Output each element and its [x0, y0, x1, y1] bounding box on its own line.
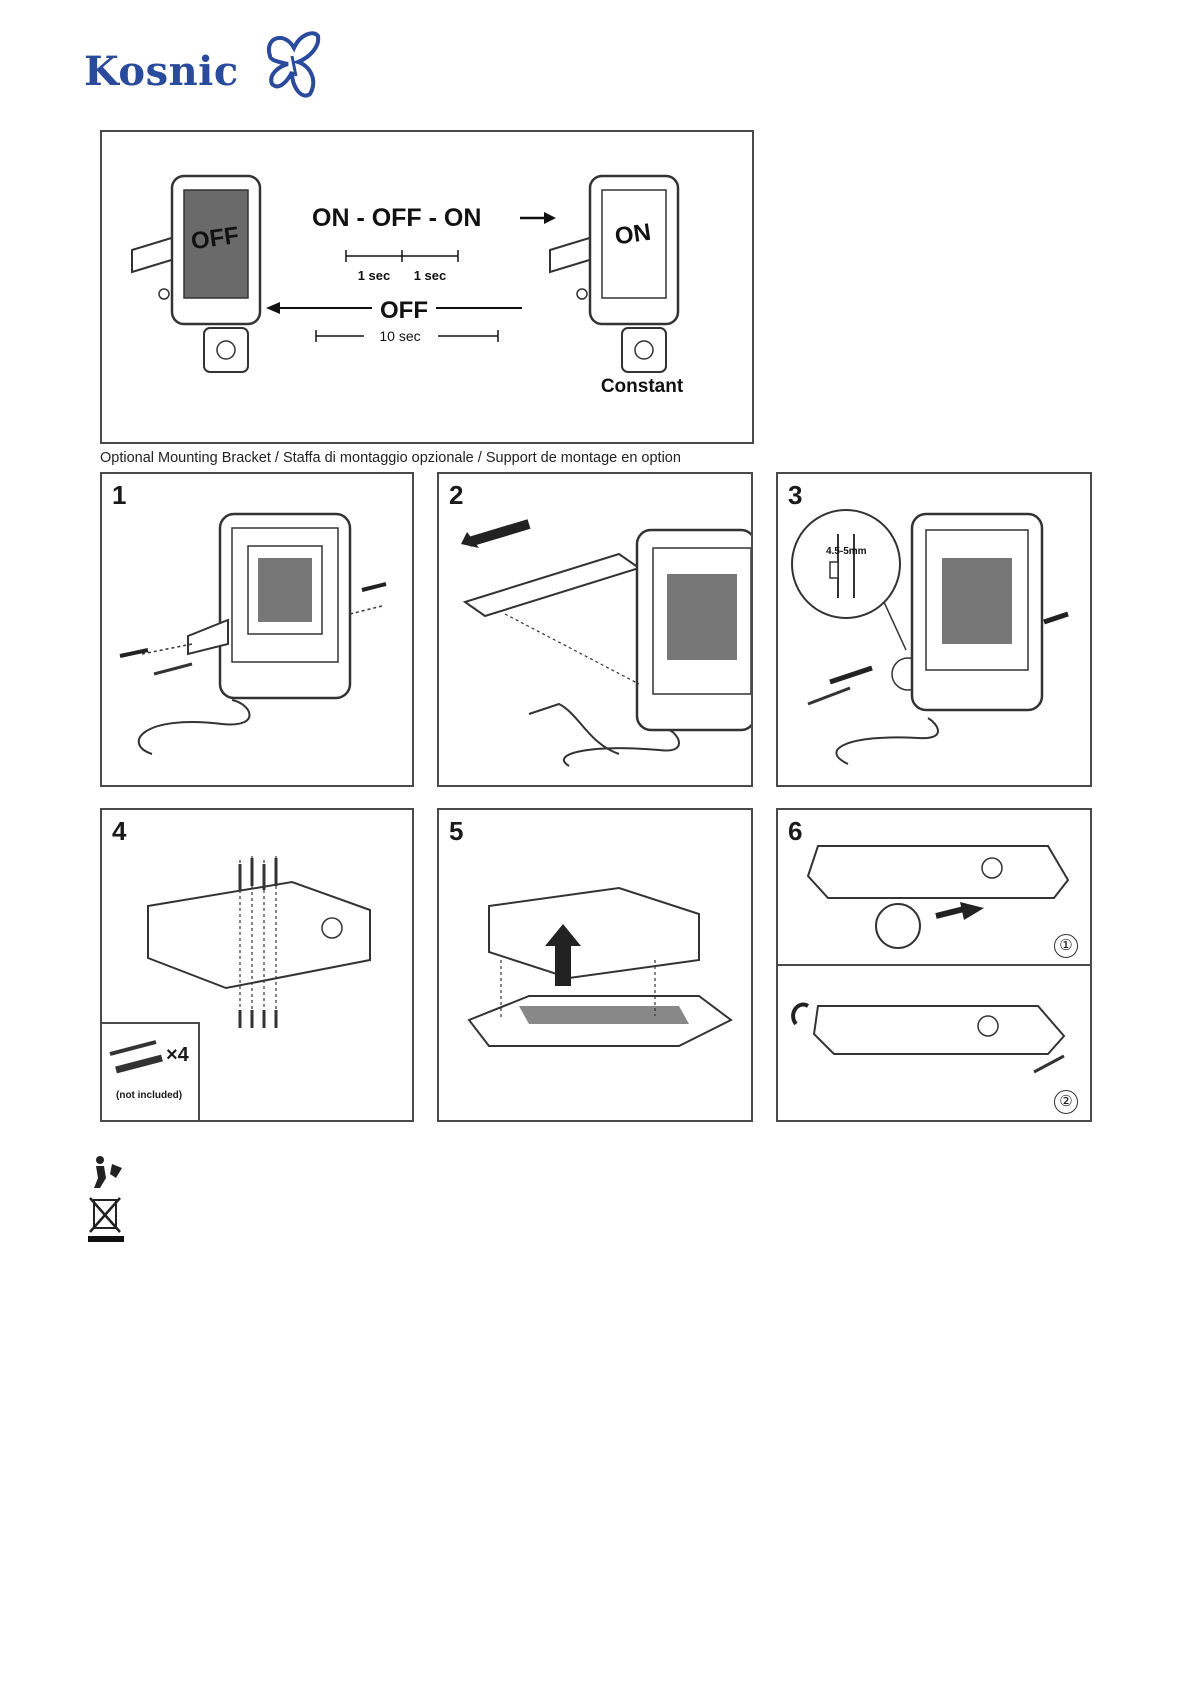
- screw-and-plug-icon: [106, 1036, 166, 1076]
- constant-label: Constant: [601, 376, 684, 397]
- step-4-panel: 4 ×4 (not included): [100, 808, 414, 1122]
- not-included-note: (not included): [116, 1090, 182, 1101]
- step-5-illustration: [439, 810, 751, 1120]
- sequence-label: ON - OFF - ON: [312, 204, 481, 232]
- step-3-illustration: 4.5-5mm: [778, 474, 1090, 785]
- weee-bin-icon: [86, 1194, 126, 1244]
- sec-label-2: 1 sec: [414, 268, 447, 283]
- step-6-panel: 6 ① ②: [776, 808, 1092, 1122]
- sec-label-1: 1 sec: [358, 268, 391, 283]
- step-6-illustration: [778, 810, 1090, 1120]
- floodlight-on-illustration: [550, 176, 678, 372]
- off-label: OFF: [380, 297, 428, 324]
- tidyman-recycle-icon: [86, 1154, 126, 1190]
- lamp-on-label: ON: [613, 219, 652, 251]
- step-2-illustration: [439, 474, 751, 785]
- motion-sensor-mode-diagram: OFF ON ON - OFF - ON 1 sec 1 sec OFF: [100, 130, 754, 444]
- step-5-panel: 5: [437, 808, 753, 1122]
- quantity-label: ×4: [166, 1044, 189, 1067]
- ten-sec-label: 10 sec: [379, 328, 420, 344]
- step-3-panel: 3 4.5-5mm: [776, 472, 1092, 787]
- substep-2-marker: ②: [1054, 1090, 1078, 1114]
- step-1-illustration: [102, 474, 412, 785]
- mounting-bracket-caption: Optional Mounting Bracket / Staffa di mo…: [100, 450, 681, 466]
- butterfly-logo-icon: [262, 26, 322, 104]
- gap-label: 4.5-5mm: [826, 546, 867, 557]
- substep-1-marker: ①: [1054, 934, 1078, 958]
- fixings-inset: ×4 (not included): [100, 1022, 200, 1122]
- brand-logo-text: Kosnic: [84, 48, 239, 95]
- floodlight-off-illustration: [132, 176, 260, 372]
- step-2-panel: 2: [437, 472, 753, 787]
- step-1-panel: 1: [100, 472, 414, 787]
